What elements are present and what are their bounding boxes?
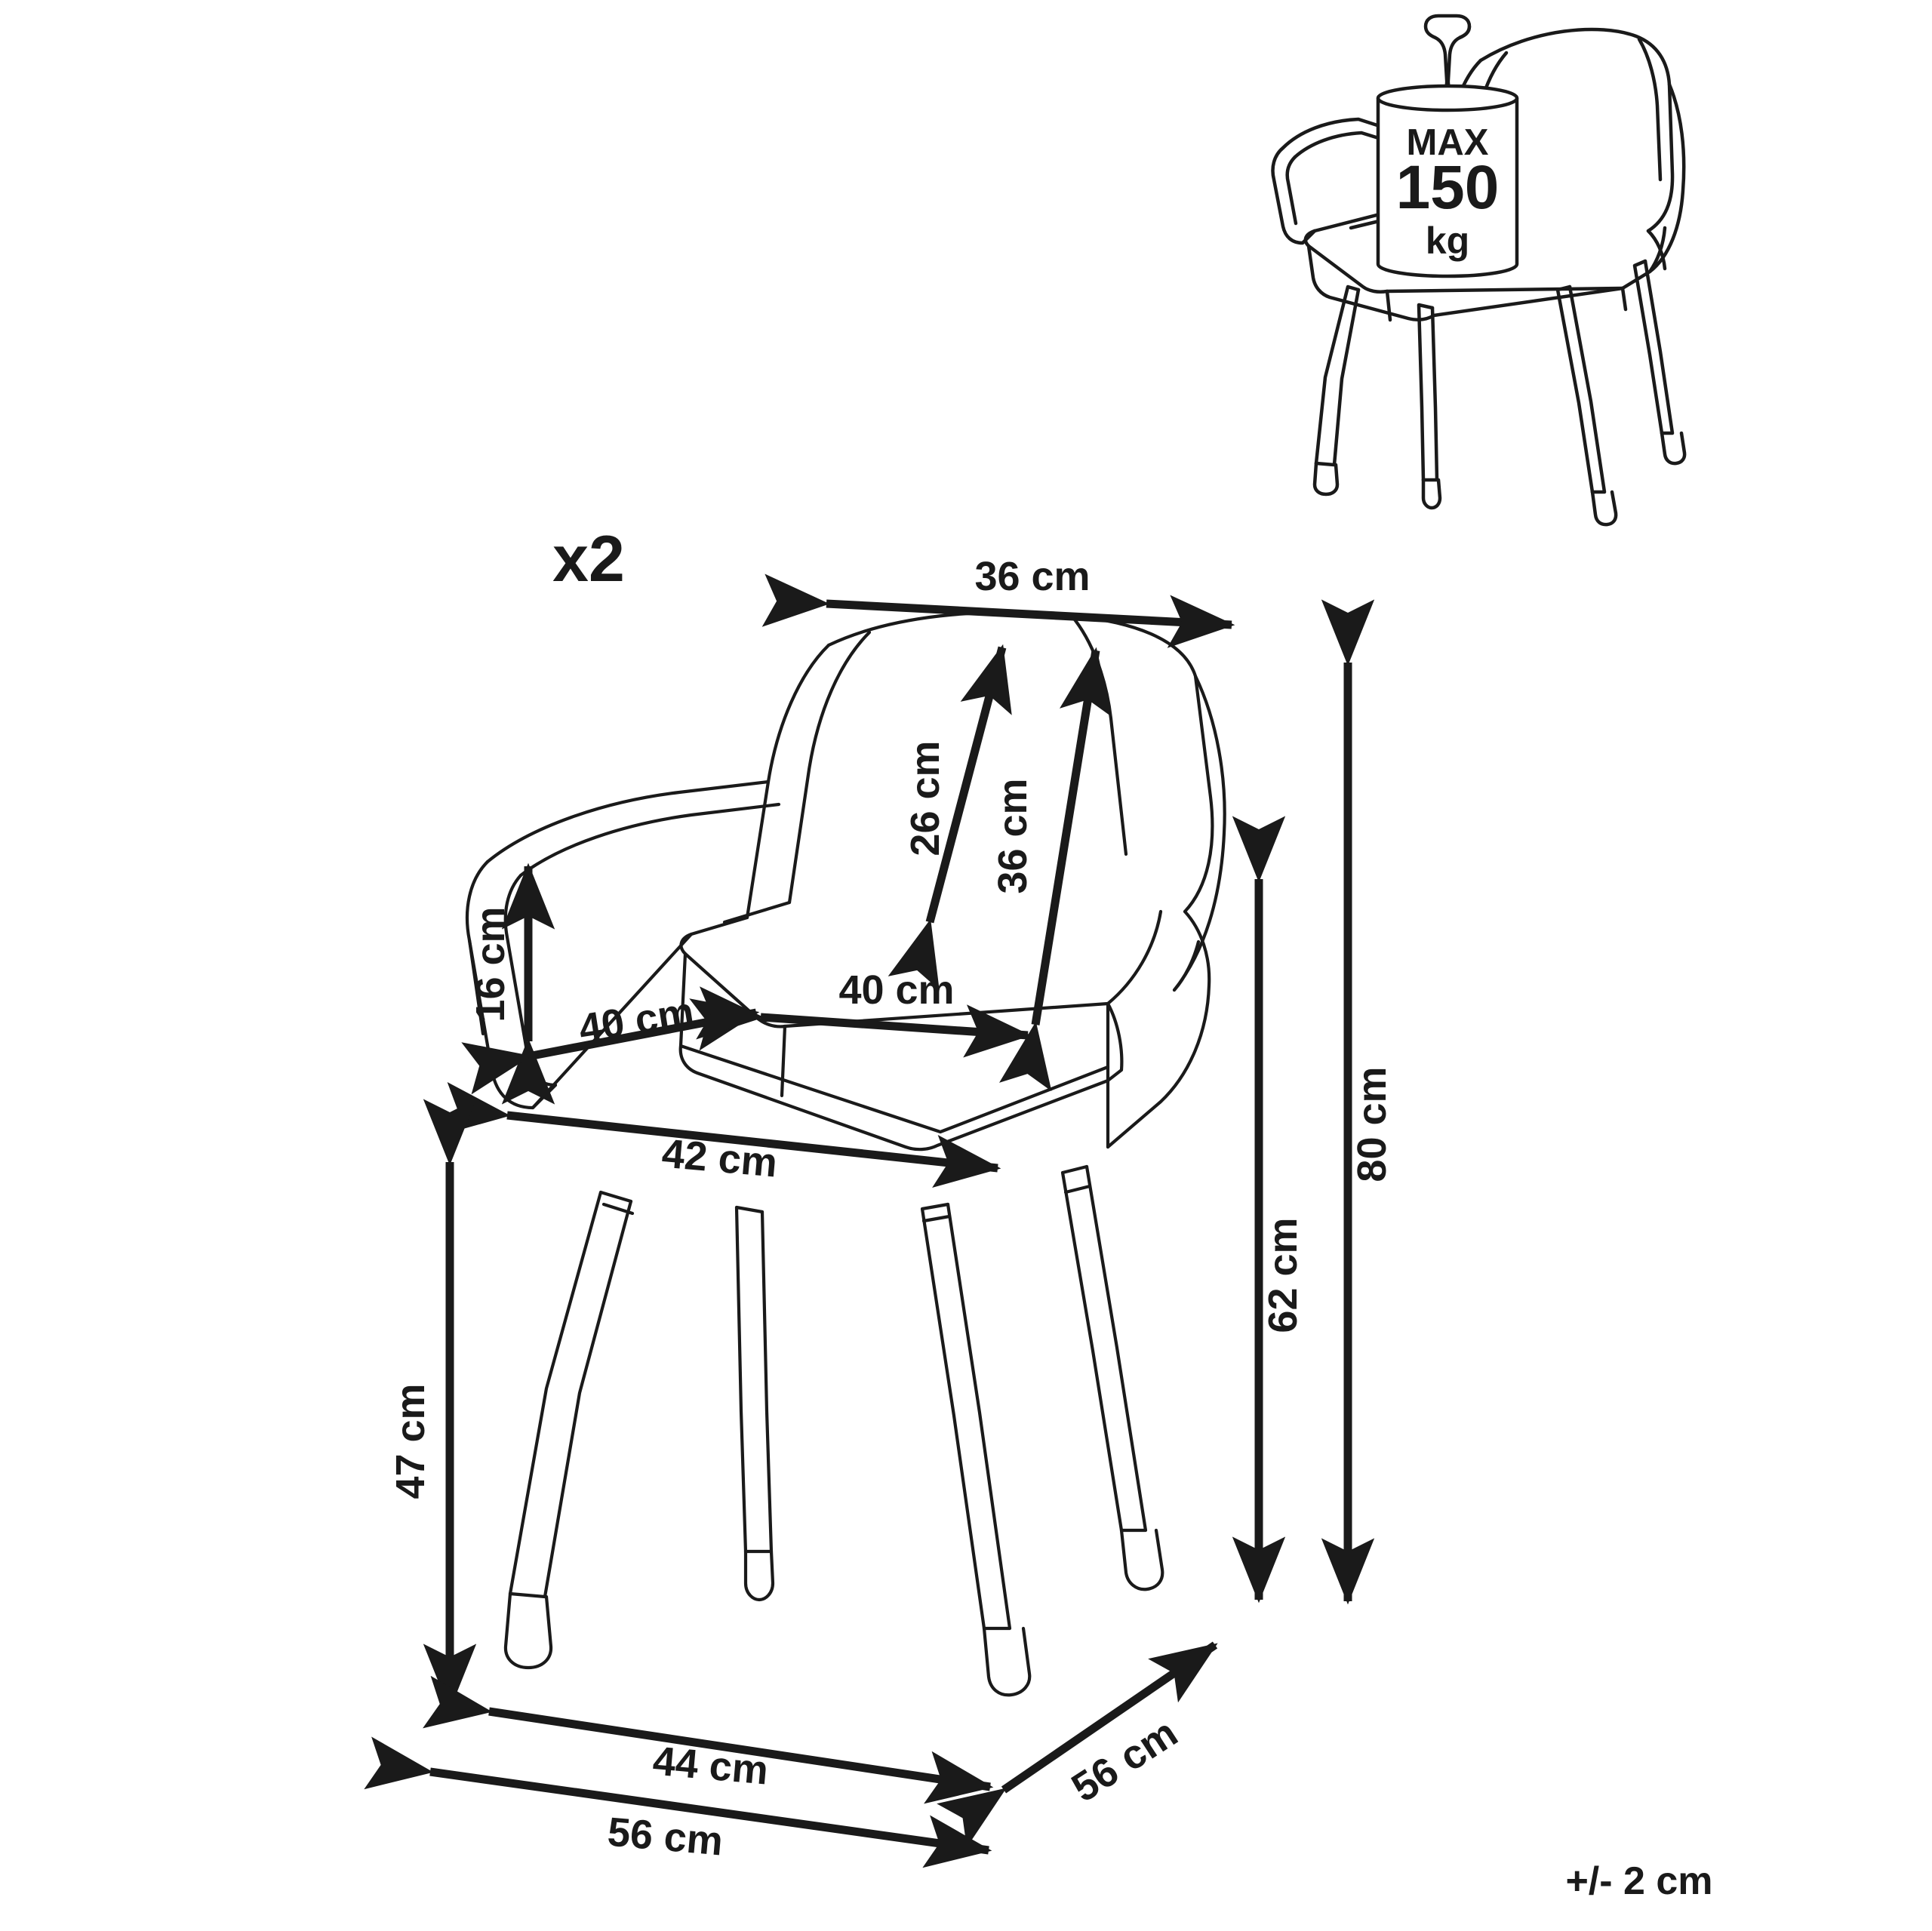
dim-line-leg-span-depth [937, 1641, 1218, 1848]
dim-label-backrest-width: 36 cm [974, 554, 1090, 599]
tolerance-note: +/- 2 cm [1565, 1859, 1712, 1903]
dim-line-overall-width [364, 1736, 992, 1868]
quantity-marker: x2 [552, 523, 625, 595]
weight-value-label: 150 [1396, 153, 1500, 222]
weight-max-label: MAX [1407, 122, 1489, 163]
dim-label-total-height: 80 cm [1349, 1066, 1395, 1182]
weight-unit-label: kg [1426, 220, 1469, 262]
dim-label-backrest-full: 36 cm [990, 778, 1035, 893]
weight-capacity-inset [1271, 27, 1687, 527]
dim-label-seat-height: 47 cm [388, 1383, 433, 1499]
weight-bottle-icon [1376, 14, 1519, 278]
dim-line-backrest-height [888, 644, 1012, 990]
dim-label-overall-width: 56 cm [606, 1810, 725, 1865]
dim-line-seat-width-inner [696, 986, 1032, 1058]
dim-line-seat-width-outer [441, 1082, 1001, 1188]
dim-label-armrest-top-height: 62 cm [1260, 1217, 1306, 1333]
dim-label-seat-width-inner: 40 cm [838, 967, 954, 1013]
dim-label-leg-span-front: 44 cm [651, 1739, 771, 1794]
dim-label-backrest-height: 26 cm [903, 740, 948, 856]
dim-line-backrest-full [998, 647, 1112, 1092]
dim-label-armrest-height: 16 cm [468, 906, 513, 1022]
dim-label-seat-width-outer: 42 cm [660, 1131, 780, 1186]
dim-line-backrest-width [761, 573, 1235, 648]
